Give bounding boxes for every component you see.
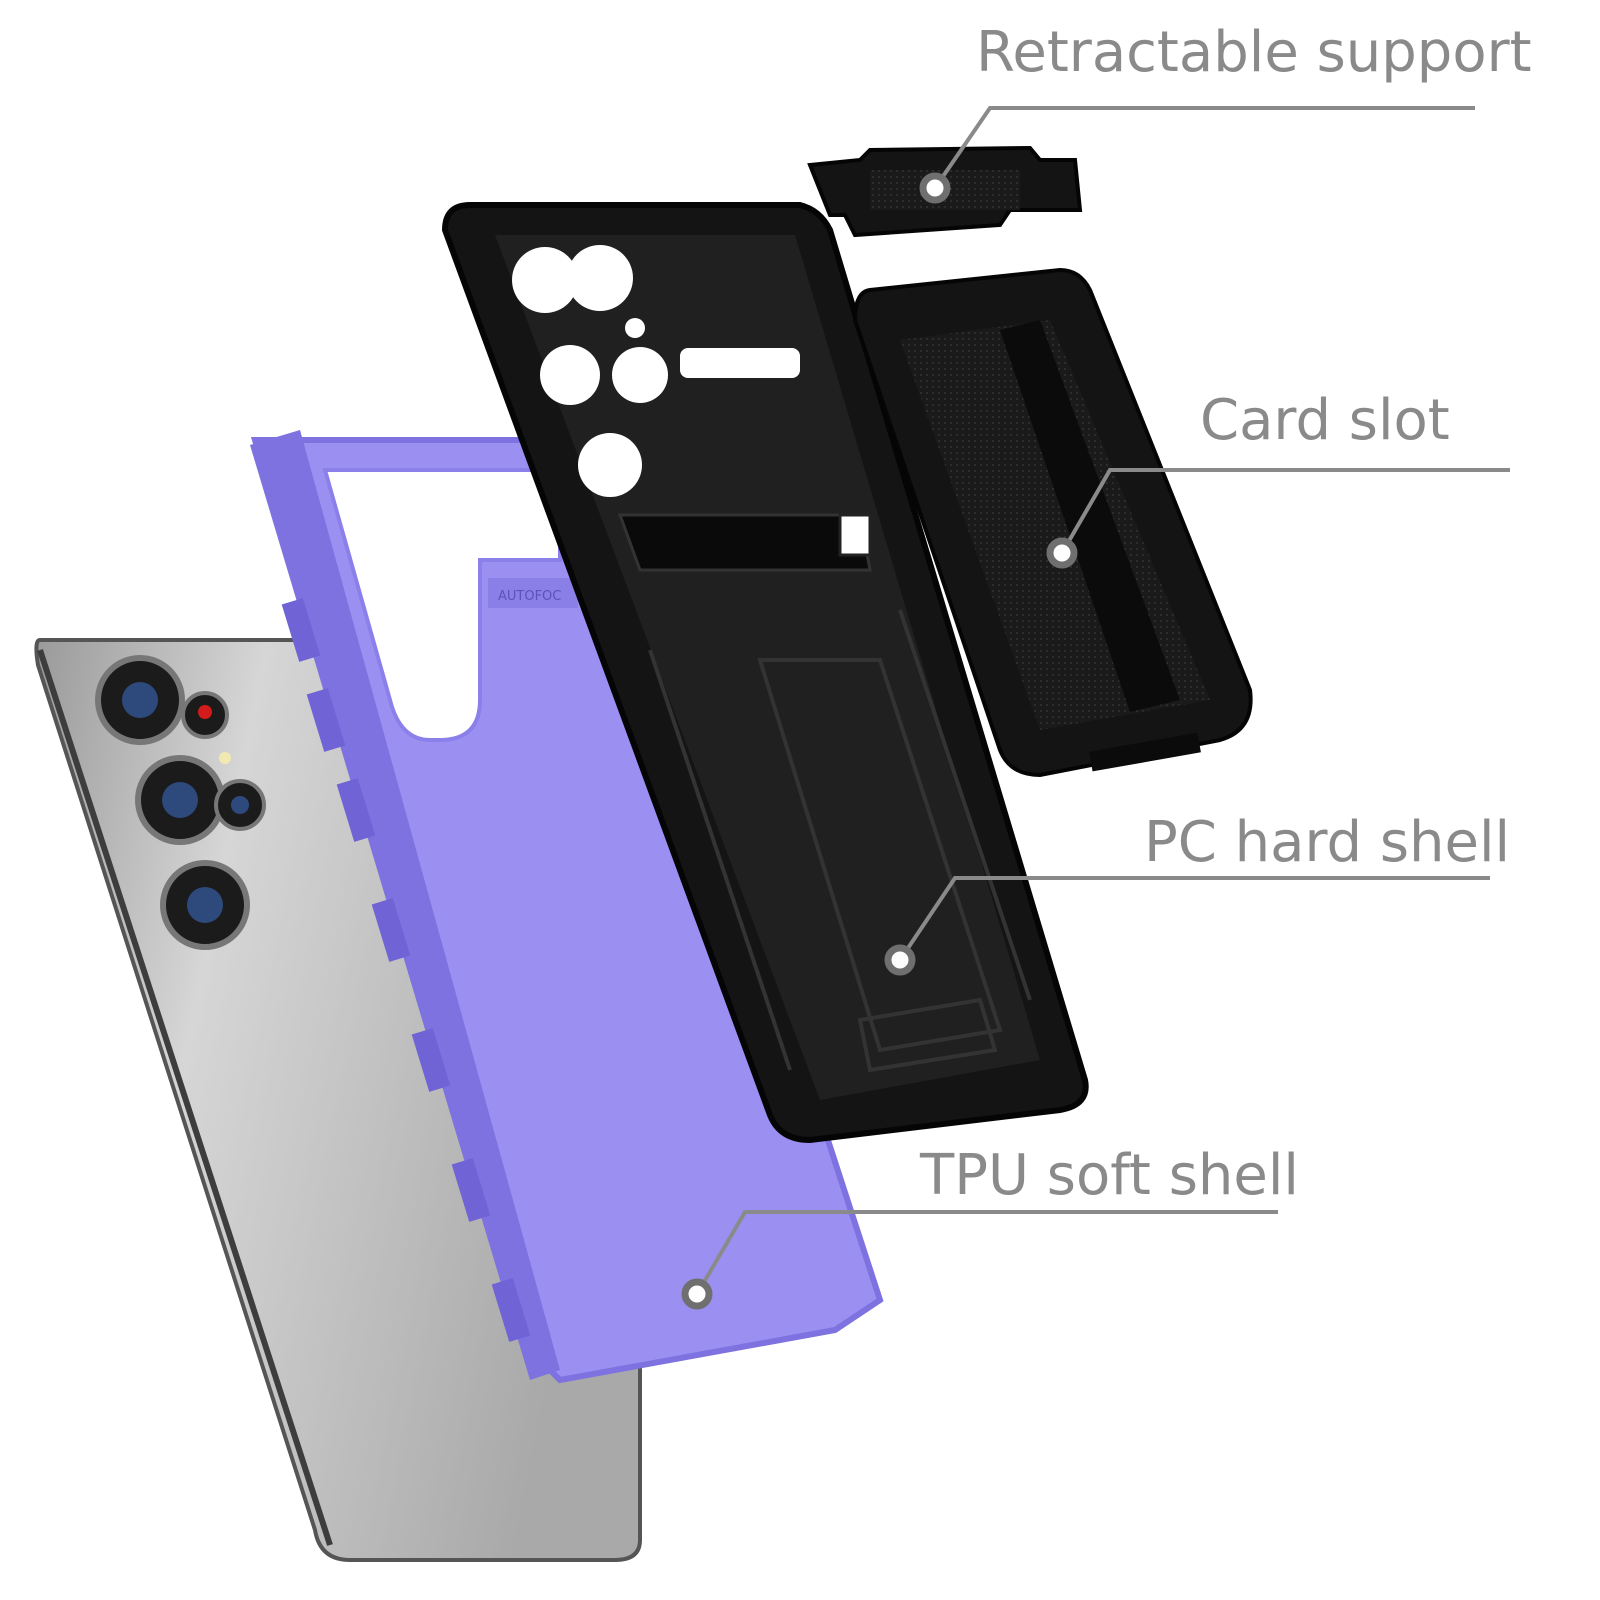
callout-leaders (695, 106, 1510, 1296)
label-tpu-soft-shell: TPU soft shell (920, 1143, 1299, 1208)
leader-pc-hard-shell (898, 876, 1490, 962)
tpu-imprint: AUTOFOC (498, 589, 561, 604)
leader-tpu-soft-shell (695, 1210, 1278, 1296)
label-card-slot: Card slot (1200, 388, 1450, 453)
marker-retractable-support (919, 172, 951, 204)
leader-card-slot (1060, 468, 1510, 555)
tpu-bumper-ridges (281, 598, 531, 1342)
pc-camera-cutouts (512, 245, 800, 497)
pc-panel-grooves (648, 609, 1032, 1073)
card-slot (852, 267, 1253, 778)
label-retractable-support: Retractable support (976, 20, 1532, 85)
pc-hard-shell (441, 202, 1089, 1144)
marker-card-slot (1046, 537, 1078, 569)
marker-tpu-soft-shell (681, 1278, 713, 1310)
phone-camera-lenses (95, 655, 266, 950)
marker-pc-hard-shell (884, 944, 916, 976)
leader-retractable-support (933, 106, 1475, 190)
tpu-soft-shell: AUTOFOC (250, 430, 884, 1384)
callout-markers (681, 172, 1078, 1310)
label-pc-hard-shell: PC hard shell (1144, 810, 1511, 875)
